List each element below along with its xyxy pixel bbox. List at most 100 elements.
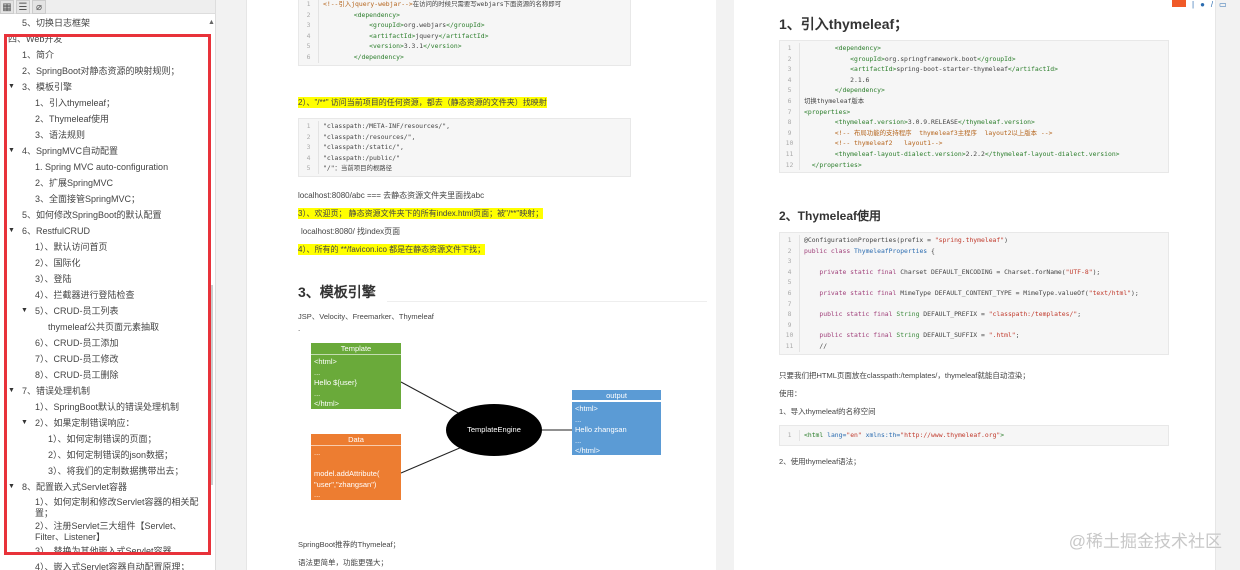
section-heading: 3、模板引擎: [298, 284, 376, 300]
toc-item[interactable]: 1）、如何定制错误的页面；: [0, 431, 207, 447]
code-token: </thymeleaf.version>: [957, 118, 1035, 127]
toc-item[interactable]: 8）、CRUD-员工删除: [0, 367, 207, 383]
code-token: {: [927, 246, 935, 255]
sidebar-toolbar: ▦ ☰ ⌀: [0, 0, 215, 14]
toc-item[interactable]: 7）、CRUD-员工修改: [0, 351, 207, 367]
code-token: </version>: [423, 42, 462, 51]
toc-item[interactable]: 四、Web开发: [0, 31, 207, 47]
toc-item[interactable]: 1）、默认访问首页: [0, 239, 207, 255]
toc-item[interactable]: thymeleaf公共页面元素抽取: [0, 319, 207, 335]
toc-item[interactable]: 4）、拦截器进行登陆检查: [0, 287, 207, 303]
list-icon[interactable]: ☰: [16, 0, 30, 14]
toc-item[interactable]: 1）、SpringBoot默认的错误处理机制: [0, 399, 207, 415]
toc-item[interactable]: ▼8、配置嵌入式Servlet容器: [0, 479, 207, 495]
toc-item[interactable]: 3、全面接管SpringMVC；: [0, 191, 207, 207]
code-token: org.springframework.boot: [884, 54, 978, 63]
edit-icon[interactable]: /: [1210, 0, 1214, 9]
toc-item[interactable]: 1、简介: [0, 47, 207, 63]
toc-item[interactable]: 2、Thymeleaf使用: [0, 111, 207, 127]
scroll-thumb[interactable]: [209, 285, 213, 485]
collapse-arrow-icon[interactable]: ▼: [8, 227, 15, 234]
collapse-arrow-icon[interactable]: ▼: [8, 83, 15, 90]
scroll-up-icon[interactable]: ▲: [208, 19, 215, 26]
code-token: prefix =: [900, 236, 935, 244]
box-line: [314, 459, 398, 470]
paragraph: localhost:8080/ 找index页面: [301, 227, 401, 236]
code-token: "classpath:/templates/": [988, 310, 1078, 319]
toc-item[interactable]: ▼4、SpringMVC自动配置: [0, 143, 207, 159]
toc-item[interactable]: 5、切换日志框架: [0, 15, 207, 31]
toc-item[interactable]: 6）、CRUD-员工添加: [0, 335, 207, 351]
code-line: 1<!--引入jquery-webjar-->在访问的时候只需要写webjars…: [299, 0, 630, 10]
line-number: 1: [780, 235, 800, 246]
feedback-icon[interactable]: [1172, 0, 1186, 7]
toc-item[interactable]: 3）、替换为其他嵌入式Servlet容器: [0, 543, 207, 559]
toc-item[interactable]: 2、SpringBoot对静态资源的映射规则；: [0, 63, 207, 79]
code-block-namespace: 1<html lang="en" xmlns:th="http://www.th…: [779, 425, 1169, 446]
toc-item-label: 5、如何修改SpringBoot的默认配置: [22, 210, 162, 220]
toc-item[interactable]: ▼ 3、模板引擎: [0, 79, 207, 95]
code-token: String: [896, 310, 920, 319]
toc-item[interactable]: ▼5）、CRUD-员工列表: [0, 303, 207, 319]
toc-item[interactable]: 2）、国际化: [0, 255, 207, 271]
code-token: xmlns:th=: [865, 431, 901, 439]
collapse-arrow-icon[interactable]: ▼: [8, 147, 15, 154]
code-token: </groupId>: [977, 54, 1016, 63]
code-token: "classpath:/static/",: [323, 143, 404, 152]
code-line: 2 <dependency>: [299, 9, 630, 21]
toc-item[interactable]: 1）、如何定制和修改Servlet容器的相关配置；: [0, 495, 207, 519]
toc-item[interactable]: 4）、嵌入式Servlet容器自动配置原理；: [0, 559, 207, 570]
toc-item[interactable]: 1. Spring MVC auto-configuration: [0, 159, 207, 175]
right-document-page: 1、引入thymeleaf； 1 <dependency>2 <groupId>…: [734, 0, 1216, 570]
line-number: 6: [299, 51, 319, 63]
window-icon[interactable]: ▭: [1219, 0, 1227, 9]
toc-item[interactable]: 3）、将我们的定制数据携带出去；: [0, 463, 207, 479]
paragraph: 使用：: [779, 389, 802, 398]
toc-item-label: thymeleaf公共页面元素抽取: [48, 322, 160, 332]
code-token: );: [1092, 267, 1101, 276]
code-line: 1 <dependency>: [780, 43, 1168, 54]
toc-item-label: 3、模板引擎: [22, 82, 73, 92]
highlighted-text: 3）、欢迎页； 静态资源文件夹下的所有index.html页面；被"/**"映射…: [298, 208, 544, 219]
line-number: 2: [299, 9, 319, 21]
code-line: 3"classpath:/static/",: [299, 142, 630, 153]
code-line: 4 2.1.6: [780, 74, 1168, 86]
toc-item[interactable]: 5、如何修改SpringBoot的默认配置: [0, 207, 207, 223]
toc-item[interactable]: 2）、如何定制错误的json数据；: [0, 447, 207, 463]
toc-item[interactable]: 1、引入thymeleaf；: [0, 95, 207, 111]
toc-item[interactable]: 3、语法规则: [0, 127, 207, 143]
line-number: 1: [299, 0, 319, 10]
collapse-arrow-icon[interactable]: ▼: [8, 387, 15, 394]
toc-item[interactable]: ▼2）、如果定制错误响应：: [0, 415, 207, 431]
toc-item[interactable]: 3）、登陆: [0, 271, 207, 287]
toc-item-label: 2、扩展SpringMVC: [35, 178, 114, 188]
section-heading: 2、Thymeleaf使用: [779, 209, 882, 223]
circle-icon[interactable]: ●: [1200, 0, 1205, 9]
toc-item-label: 2、SpringBoot对静态资源的映射规则；: [22, 66, 180, 76]
toc-item[interactable]: ▼7、错误处理机制: [0, 383, 207, 399]
code-line: 5 <version>3.3.1</version>: [299, 41, 630, 52]
template-engine-node: [446, 404, 542, 456]
pin-icon[interactable]: |: [1192, 0, 1195, 9]
collapse-arrow-icon[interactable]: ▼: [8, 483, 15, 490]
toc-item-label: 8）、CRUD-员工删除: [35, 370, 119, 380]
grid-icon[interactable]: ▦: [0, 0, 14, 14]
toc-item[interactable]: 2）、注册Servlet三大组件【Servlet、Filter、Listener…: [0, 519, 207, 543]
box-line: </html>: [314, 399, 340, 408]
code-token: 2.1.6: [804, 75, 870, 84]
toc-item-label: 1）、SpringBoot默认的错误处理机制: [35, 402, 180, 412]
collapse-arrow-icon[interactable]: ▼: [21, 419, 28, 426]
line-number: 10: [780, 330, 800, 341]
left-document-page: 1<!--引入jquery-webjar-->在访问的时候只需要写webjars…: [246, 0, 716, 570]
code-token: "UTF-8": [1065, 267, 1093, 276]
code-token: </artifactId>: [438, 31, 489, 40]
code-line: 4 <artifactId>jquery</artifactId>: [299, 30, 630, 42]
toc-item[interactable]: 2、扩展SpringMVC: [0, 175, 207, 191]
line-number: 11: [780, 340, 800, 352]
collapse-arrow-icon[interactable]: ▼: [21, 307, 28, 314]
line-number: 9: [780, 127, 800, 139]
sidebar-scrollbar[interactable]: ▲: [208, 15, 215, 570]
code-token: <!-- 布局功能的支持程序 thymeleaf3主程序 layout2以上版本…: [804, 128, 1053, 137]
toc-item[interactable]: ▼6、RestfulCRUD: [0, 223, 207, 239]
attachment-icon[interactable]: ⌀: [32, 0, 46, 14]
